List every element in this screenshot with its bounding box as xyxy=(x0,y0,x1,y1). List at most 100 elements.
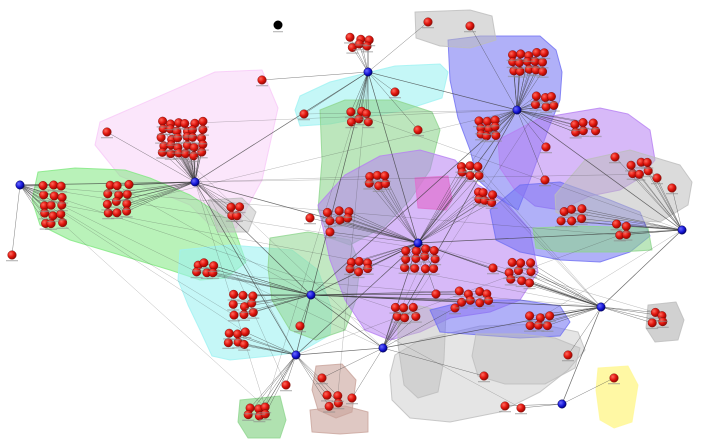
leaf-node xyxy=(333,398,343,408)
edge xyxy=(310,291,480,297)
edge xyxy=(367,71,396,93)
edge xyxy=(417,200,485,244)
leaf-node xyxy=(567,204,577,214)
leaf-node xyxy=(400,263,410,273)
leaf-node xyxy=(299,109,309,119)
leaf-node xyxy=(305,213,315,223)
node-label-placeholder xyxy=(397,312,410,314)
node-label-placeholder xyxy=(408,273,421,275)
node-label-placeholder xyxy=(56,202,69,204)
node-label-placeholder xyxy=(379,188,392,190)
node-label-placeholder xyxy=(331,400,344,403)
leaf-node xyxy=(39,190,49,200)
node-label-placeholder xyxy=(482,305,495,307)
node-label-placeholder xyxy=(231,338,244,341)
node-label-placeholder xyxy=(478,381,490,383)
leaf-node xyxy=(346,107,356,117)
node-label-placeholder xyxy=(48,200,61,203)
node-label-placeholder xyxy=(102,217,115,220)
leaf-node xyxy=(546,92,556,102)
node-label-placeholder xyxy=(482,133,495,136)
leaf-node xyxy=(423,17,433,27)
edge xyxy=(417,202,492,244)
node-label-placeholder xyxy=(190,276,203,279)
node-label-placeholder xyxy=(223,338,236,340)
node-label-placeholder xyxy=(577,135,590,137)
edge xyxy=(194,181,232,208)
leaf-node xyxy=(156,132,166,142)
edge xyxy=(347,217,419,244)
edge xyxy=(249,354,297,409)
edge xyxy=(310,293,480,304)
node-label-placeholder xyxy=(206,277,219,280)
node-label-placeholder xyxy=(649,317,662,319)
node-label-placeholder xyxy=(464,31,476,33)
edge xyxy=(19,184,246,333)
node-label-placeholder xyxy=(372,190,385,193)
node-label-placeholder xyxy=(196,149,209,151)
node-label-placeholder xyxy=(38,218,51,220)
leaf-node xyxy=(325,227,335,237)
edge xyxy=(245,331,297,356)
leaf-node xyxy=(239,310,249,320)
edge xyxy=(295,354,328,396)
leaf-node xyxy=(525,278,535,288)
hub-node xyxy=(291,350,301,360)
leaf-node xyxy=(224,328,234,338)
leaf-node xyxy=(533,320,543,330)
leaf-node xyxy=(549,100,559,110)
node-label-placeholder xyxy=(324,237,336,239)
node-label-placeholder xyxy=(259,419,272,421)
edge xyxy=(285,354,297,386)
edge xyxy=(337,71,369,396)
node-label-placeholder xyxy=(345,126,358,129)
edge xyxy=(265,354,297,415)
leaf-node xyxy=(577,204,587,214)
node-label-placeholder xyxy=(186,134,199,137)
node-label-placeholder xyxy=(155,142,168,144)
edge xyxy=(561,377,615,405)
node-label-placeholder xyxy=(172,158,185,160)
node-label-placeholder xyxy=(489,140,502,142)
node-label-placeholder xyxy=(188,128,201,130)
node-label-placeholder xyxy=(610,229,623,231)
node-label-placeholder xyxy=(529,109,542,111)
leaf-node xyxy=(408,302,418,312)
node-label-placeholder xyxy=(463,170,476,173)
edge xyxy=(310,109,518,296)
node-label-placeholder xyxy=(575,223,588,225)
node-label-placeholder xyxy=(172,127,185,129)
leaf-node xyxy=(173,133,183,143)
node-label-placeholder xyxy=(233,211,246,214)
node-label-placeholder xyxy=(478,205,491,207)
node-label-placeholder xyxy=(37,199,50,202)
node-label-placeholder xyxy=(55,210,68,212)
node-label-placeholder xyxy=(157,133,170,136)
leaf-node xyxy=(643,166,653,176)
edge xyxy=(303,71,369,115)
leaf-node xyxy=(454,286,464,296)
node-label-placeholder xyxy=(225,212,238,214)
node-label-placeholder xyxy=(122,189,135,191)
leaf-node xyxy=(38,181,48,191)
node-label-placeholder xyxy=(238,311,251,313)
node-label-placeholder xyxy=(156,126,169,128)
node-label-placeholder xyxy=(575,213,588,216)
node-label-placeholder xyxy=(523,320,536,323)
edge xyxy=(600,305,656,313)
node-label-placeholder xyxy=(342,216,355,218)
node-label-placeholder xyxy=(170,136,183,138)
node-label-placeholder xyxy=(165,149,178,152)
edge xyxy=(348,211,419,244)
edge xyxy=(581,218,683,232)
leaf-node xyxy=(517,276,527,286)
node-label-placeholder xyxy=(398,322,411,325)
edge xyxy=(382,347,485,377)
node-label-placeholder xyxy=(514,76,527,78)
node-label-placeholder xyxy=(666,193,678,195)
edge xyxy=(530,262,602,308)
hub-node xyxy=(190,177,200,187)
edge xyxy=(600,306,653,324)
group-hull-grey-mid xyxy=(397,305,447,399)
node-label-placeholder xyxy=(474,133,487,135)
